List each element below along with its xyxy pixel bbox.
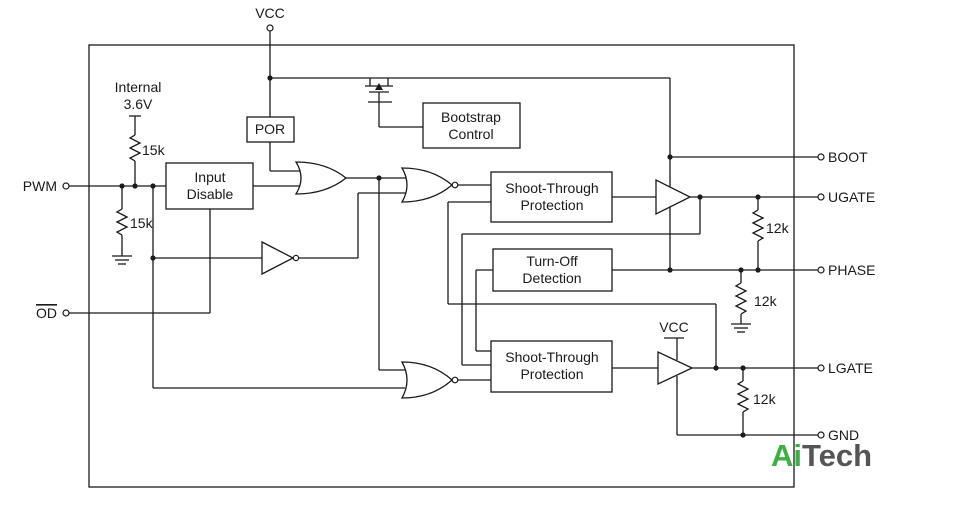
por-label: POR [255,121,285,137]
bootstrap-label-2: Control [448,126,493,142]
lower-shoot-through-block [490,340,613,393]
pulldown-resistor [115,208,129,236]
pulldown-resistor-label: 15k [130,215,154,231]
input-disable-label-1: Input [194,169,225,185]
pwm-pin[interactable] [62,182,70,190]
ugate-resistor-label: 12k [766,220,790,236]
upper-shoot-through-block [490,171,613,223]
lgate-label: LGATE [828,360,873,376]
ugate-resistor [751,209,765,242]
upper-gate-driver [655,178,692,216]
gnd-label: GND [828,427,859,443]
lgate-pin[interactable] [817,364,825,372]
od-pin[interactable] [62,309,70,317]
aitech-logo-ai: Ai [771,438,802,473]
lower-shoot-through-label-1: Shoot-Through [505,349,598,365]
bootstrap-control-block [422,102,521,149]
input-disable-block [165,162,254,210]
phase-pin[interactable] [817,266,825,274]
lgate-resistor [736,380,750,413]
vcc-inner-label: VCC [659,319,689,335]
ugate-pin[interactable] [817,193,825,201]
bootstrap-label-1: Bootstrap [441,109,501,125]
phase-resistor-label: 12k [754,293,778,309]
pwm-label: PWM [23,178,57,194]
gnd-pin[interactable] [817,431,825,439]
internal-label-2: 3.6V [124,96,153,112]
internal-label-1: Internal [115,79,162,95]
turn-off-label-1: Turn-Off [526,253,577,269]
vcc-top-label: VCC [255,5,285,21]
aitech-logo-tech: Tech [802,438,872,473]
ugate-label: UGATE [828,189,875,205]
turn-off-detection-block [492,248,613,292]
turn-off-label-2: Detection [522,270,581,286]
chip-outline [88,44,795,488]
input-inverter [261,240,295,276]
lower-nor-gate [400,361,453,399]
boot-pin[interactable] [817,153,825,161]
lower-gate-driver [657,350,694,386]
enable-or-gate [294,161,348,195]
bootstrap-switch [365,78,423,128]
input-disable-label-2: Disable [187,186,234,202]
boot-label: BOOT [828,149,868,165]
aitech-logo: AiTech [771,438,872,473]
lgate-resistor-label: 12k [753,391,777,407]
phase-label: PHASE [828,262,875,278]
upper-nor-gate [400,167,454,203]
vcc-top-pin[interactable] [266,24,274,32]
upper-shoot-through-label-1: Shoot-Through [505,180,598,196]
od-label: OD [36,305,57,321]
lower-shoot-through-label-2: Protection [520,366,583,382]
pullup-resistor-label: 15k [142,142,166,158]
pullup-resistor [128,134,142,162]
phase-resistor [734,282,748,315]
por-block [246,116,295,143]
upper-shoot-through-label-2: Protection [520,197,583,213]
